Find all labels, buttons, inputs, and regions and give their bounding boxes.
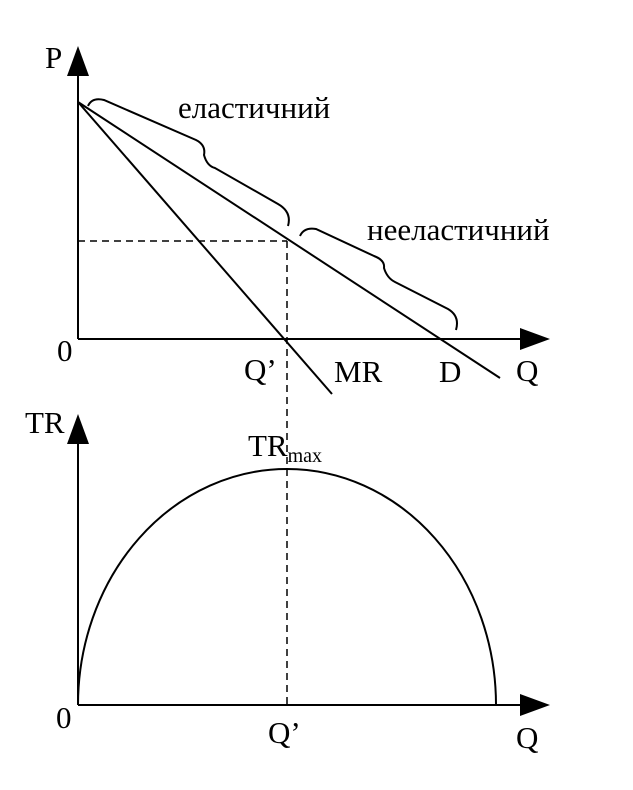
mr-line (77, 101, 333, 395)
inelastic-label: нееластичний (367, 212, 550, 247)
inelastic-brace (299, 227, 458, 331)
p-axis-arrow (67, 46, 89, 76)
q-prime-label-bottom: Q’ (268, 715, 301, 750)
d-label: D (439, 354, 461, 389)
mr-label: MR (334, 354, 383, 389)
q-prime-label-top: Q’ (244, 352, 277, 387)
elastic-label: еластичний (178, 90, 330, 125)
trmax-main: TR (248, 428, 288, 463)
q-axis-label-bottom: Q (516, 720, 538, 755)
tr-axis-arrow (67, 414, 89, 444)
origin-label-top: 0 (57, 333, 73, 368)
trmax-subscript: max (288, 445, 322, 467)
q-axis-label-top: Q (516, 353, 538, 388)
trmax-label: TRmax (248, 428, 322, 467)
tr-curve (77, 468, 497, 706)
tr-axis-label: TR (25, 405, 65, 440)
demand-line (77, 101, 501, 379)
q-axis-bottom-arrow (520, 694, 550, 716)
elastic-brace (87, 98, 290, 227)
q-axis-top-arrow (520, 328, 550, 350)
bottom-graph: TR 0 Q Q’ TRmax (25, 405, 550, 755)
p-axis-label: P (45, 40, 62, 75)
origin-label-bottom: 0 (56, 700, 72, 735)
top-graph: P 0 Q Q’ MR D еластичний нееластичний (45, 40, 550, 395)
